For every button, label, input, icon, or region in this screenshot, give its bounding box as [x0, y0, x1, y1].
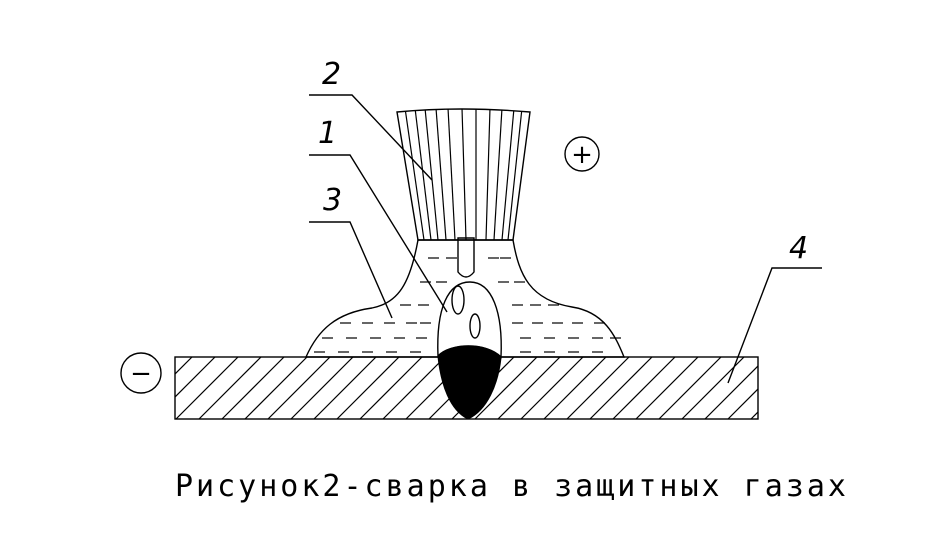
weld-pool — [437, 345, 502, 420]
hatch-line — [497, 357, 561, 419]
svg-text:+: + — [571, 140, 593, 170]
hatch-line — [774, 357, 836, 419]
callout-workpiece: 4 — [789, 231, 808, 266]
svg-text:−: − — [130, 359, 152, 389]
hatch-line — [612, 357, 676, 419]
hatch-line — [658, 357, 722, 419]
leader-lines — [309, 94, 822, 384]
figure-caption: Рисунок2-сварка в защитных газах — [175, 469, 849, 504]
hatch-line — [359, 357, 423, 419]
electrode-strand — [507, 109, 523, 240]
gas-bubble — [469, 313, 481, 339]
callout-shielding-gas: 3 — [323, 183, 342, 218]
hatch-line — [727, 388, 758, 419]
electrode-strand — [447, 109, 456, 240]
electrode — [396, 108, 531, 241]
hatch-line — [382, 357, 446, 419]
hatch-line — [704, 365, 758, 419]
electrode-strand — [501, 109, 515, 240]
gas-dashes — [314, 257, 621, 353]
electrode-strand — [485, 109, 491, 240]
leader-line-3 — [309, 221, 393, 319]
hatch-line — [543, 357, 607, 419]
hatch-line — [750, 411, 758, 419]
leader-line-2 — [309, 94, 433, 181]
hatch-line — [175, 357, 216, 398]
callout-electrode: 2 — [322, 57, 341, 92]
hatch-line — [589, 357, 653, 419]
hatch-line — [175, 357, 239, 419]
callout-arc: 1 — [318, 116, 337, 151]
welding-arc — [437, 281, 502, 359]
hatch-line — [244, 357, 308, 419]
minus-polarity-icon: − — [120, 352, 162, 394]
hatch-line — [267, 357, 331, 419]
electrode-strand — [493, 109, 503, 240]
hatch-line — [566, 357, 630, 419]
hatch-line — [797, 357, 859, 419]
leader-line-4 — [727, 267, 822, 384]
electrode-strand — [404, 109, 425, 240]
hatch-line — [198, 357, 262, 419]
hatch-line — [221, 357, 285, 419]
hatch-line — [474, 357, 538, 419]
hatch-line — [520, 357, 584, 419]
hatch-line — [175, 357, 193, 375]
gas-bubble — [451, 285, 465, 315]
hatch-line — [290, 357, 354, 419]
electrode-strand — [461, 109, 467, 240]
plus-polarity-icon: + — [564, 136, 600, 172]
hatch-line — [313, 357, 377, 419]
electrode-strand — [435, 109, 447, 240]
electrode-strand — [414, 109, 432, 240]
hatch-line — [336, 357, 400, 419]
electrode-strands — [404, 109, 523, 240]
electrode-strand — [424, 109, 439, 240]
hatch-line — [635, 357, 699, 419]
shielding-gas-cloud — [304, 239, 626, 358]
electrode-wire-tip — [457, 237, 475, 278]
leader-line-1 — [309, 154, 448, 313]
